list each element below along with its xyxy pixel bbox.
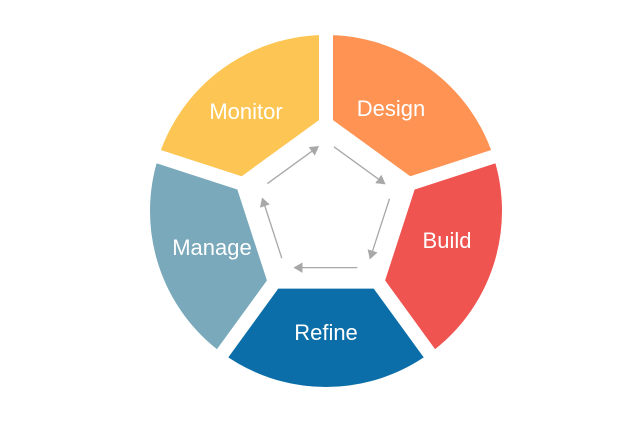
cycle-arrow-icon (367, 198, 391, 260)
inner-pentagon (234, 115, 418, 289)
label-manage: Manage (172, 235, 252, 260)
cycle-arrow-icon (333, 146, 386, 185)
cycle-arrow-icon (259, 197, 283, 259)
label-monitor: Monitor (209, 99, 282, 124)
segment-refine (220, 277, 432, 387)
label-refine: Refine (294, 320, 358, 345)
cycle-arrow-icon (267, 146, 320, 185)
label-design: Design (357, 96, 425, 121)
label-build: Build (423, 228, 472, 253)
